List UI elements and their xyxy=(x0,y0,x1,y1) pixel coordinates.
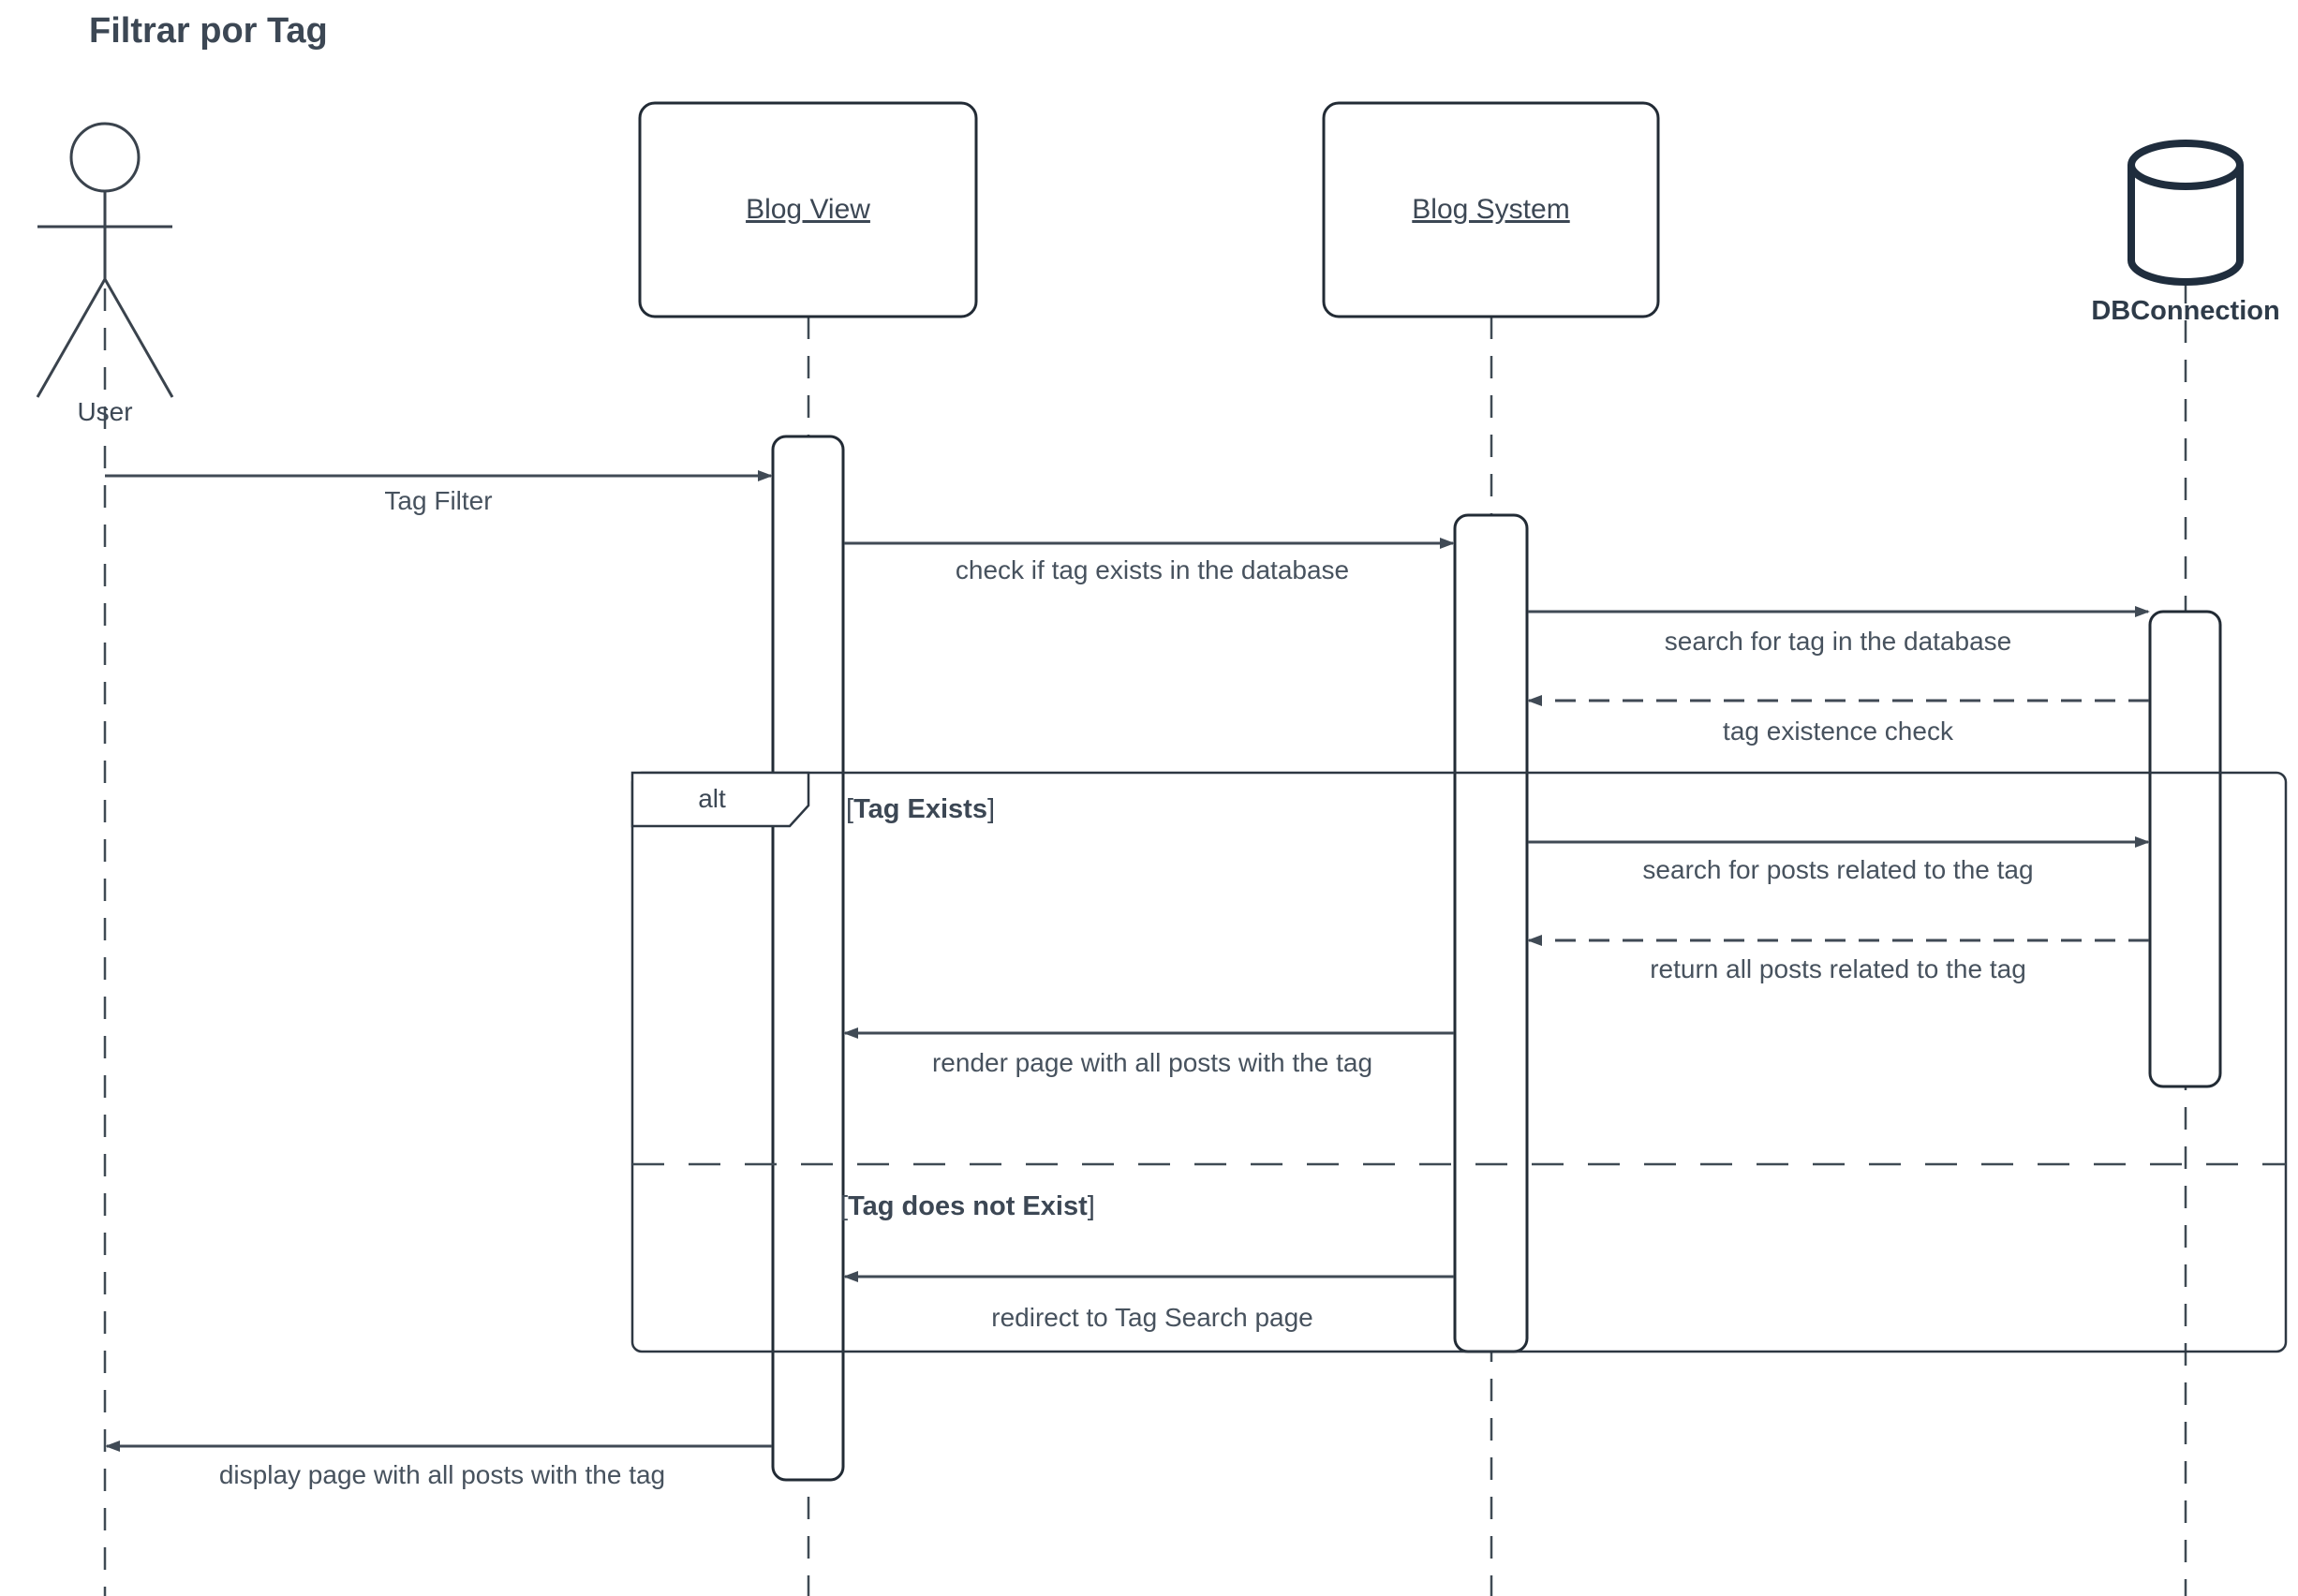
alt-fragment-frame xyxy=(630,771,2288,1353)
message-label-return-posts: return all posts related to the tag xyxy=(1650,954,2026,983)
actor-right-leg xyxy=(103,278,174,398)
guard-tag-does-not-exist-text: Tag does not Exist xyxy=(848,1191,1088,1221)
message-label-display-page: display page with all posts with the tag xyxy=(218,1460,666,1489)
blog-system-label: Blog System xyxy=(1412,194,1570,225)
alt-operator-label: alt xyxy=(698,784,726,813)
actor-left-leg xyxy=(36,278,107,398)
message-label-redirect-page: redirect to Tag Search page xyxy=(991,1303,1313,1332)
cylinder-body xyxy=(2128,165,2244,286)
guard-close-bracket: ] xyxy=(986,794,996,824)
guard-tag-does-not-exist: [Tag does not Exist] xyxy=(840,1191,1095,1222)
guard-open-bracket: [ xyxy=(840,1191,849,1221)
db-connection-label: DBConnection xyxy=(2091,296,2280,326)
blog-view-box xyxy=(638,101,978,318)
guard-close-bracket: ] xyxy=(1087,1191,1095,1221)
message-label-tag-filter: Tag Filter xyxy=(384,486,493,515)
blog-system-box xyxy=(1322,101,1660,318)
alt-fragment-operator-pentagon xyxy=(630,771,810,828)
db-connection-cylinder-icon xyxy=(2128,140,2244,286)
message-label-check-tag: check if tag exists in the database xyxy=(955,555,1350,584)
message-label-search-posts: search for posts related to the tag xyxy=(1642,855,2034,884)
user-actor-figure xyxy=(36,122,174,398)
cylinder-top xyxy=(2128,140,2244,190)
actor-head xyxy=(69,122,141,193)
blog-view-activation-bar xyxy=(771,435,845,1482)
db-connection-activation-bar xyxy=(2148,610,2222,1088)
user-actor-label: User xyxy=(77,397,133,426)
blog-view-label: Blog View xyxy=(746,194,870,225)
diagram-title: Filtrar por Tag xyxy=(89,11,328,51)
guard-tag-exists-text: Tag Exists xyxy=(853,794,987,824)
message-label-render-page: render page with all posts with the tag xyxy=(931,1048,1373,1077)
blog-system-activation-bar xyxy=(1453,513,1529,1353)
guard-open-bracket: [ xyxy=(846,794,854,824)
message-label-tag-existence-check: tag existence check xyxy=(1723,717,1953,746)
message-label-search-tag: search for tag in the database xyxy=(1664,627,2012,656)
guard-tag-exists: [Tag Exists] xyxy=(846,794,995,825)
